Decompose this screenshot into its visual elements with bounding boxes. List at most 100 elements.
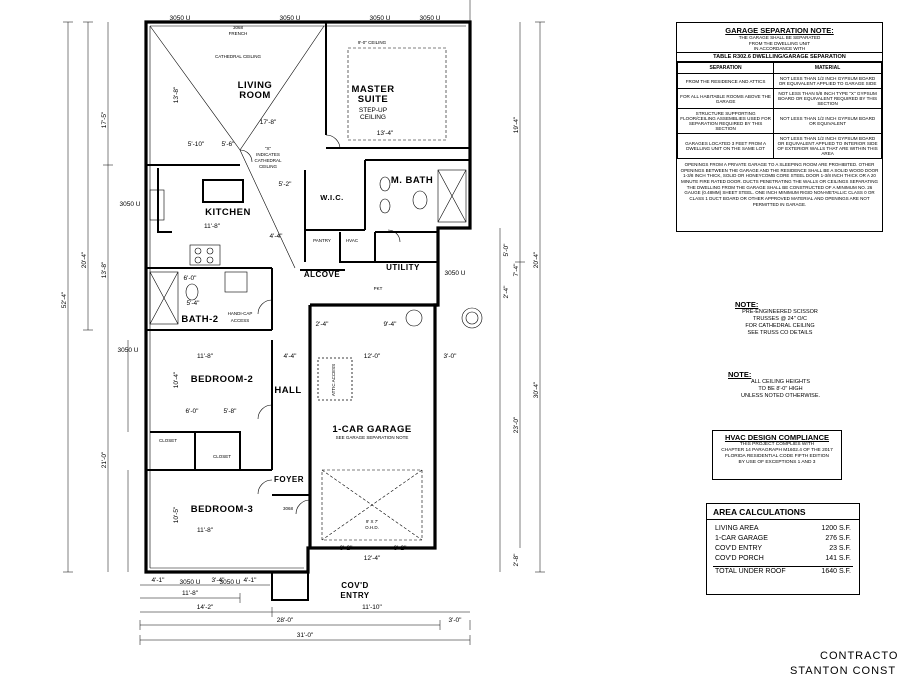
french-door-1: 3068 (233, 25, 244, 30)
dim-garage-6-2-a: 6'-2" (340, 545, 354, 552)
ceiling-height-note: NOTE: ALL CEILING HEIGHTS TO BE 8'-0" HI… (728, 370, 833, 400)
area-row: LIVING AREA 1200 S.F. (715, 525, 851, 532)
dim-bed-5-8: 5'-8" (224, 408, 238, 415)
dim-garage-w: 12'-0" (364, 353, 381, 360)
contractor-label: CONTRACTO (820, 650, 899, 662)
cathedral-x (149, 25, 325, 269)
garage-note-intro: THE GARAGE SHALL BE SEPARATED FROM THE D… (738, 35, 821, 52)
pantry-label: PANTRY (313, 238, 331, 243)
covd-entry-label: COV'D (341, 581, 369, 590)
truss-note: NOTE: PRE-ENGINEERED SCISSOR TRUSSES @ 2… (735, 300, 825, 337)
dim-right-7-4: 7'-4" (513, 263, 520, 277)
area-row: 1-CAR GARAGE 276 S.F. (715, 535, 851, 542)
door-swings (239, 134, 401, 515)
water-heater-icon (405, 309, 423, 327)
dim-right-2-8: 2'-8" (513, 553, 520, 567)
dimension-lines (63, 0, 545, 645)
area-row: COV'D ENTRY 23 S.F. (715, 545, 851, 552)
foyer-door-tag: 3068 (283, 506, 294, 511)
hall-label: HALL (274, 385, 301, 396)
closet-label-1: CLOSET (159, 438, 177, 443)
dim-garage-9-4: 9'-4" (384, 321, 398, 328)
closet-label-2: CLOSET (213, 454, 231, 459)
window-bed2: 3050 U (118, 347, 139, 354)
table-row: STRUCTURE SUPPORTING FLOOR/CEILING ASSEM… (676, 108, 882, 135)
dim-bed3-h: 10'-5" (173, 506, 180, 523)
dim-left-13-8: 13'-8" (101, 261, 108, 278)
dim-garage-12-4: 12'-4" (364, 555, 381, 562)
dim-bath-5-4: 5'-4" (187, 300, 201, 307)
window-top-mid: 3050 U (280, 15, 301, 22)
table-row: FROM THE RESIDENCE AND ATTICS NOT LESS T… (676, 73, 882, 90)
garage-separation-note: GARAGE SEPARATION NOTE: THE GARAGE SHALL… (676, 22, 883, 232)
garage-note-table-title: TABLE R302.6 DWELLING/GARAGE SEPARATION (677, 52, 882, 63)
area-row: COV'D PORCH 141 S.F. (715, 555, 851, 562)
contractor-name: STANTON CONST (790, 665, 897, 677)
french-door-2: FRENCH (229, 31, 248, 36)
cathedral-note-2: INDICATES (256, 152, 280, 157)
garage-note-footer: OPENINGS FROM A PRIVATE GARAGE TO A SLEE… (680, 162, 879, 207)
col-separation: SEPARATION (676, 62, 775, 75)
hvac-label: HVAC (346, 238, 359, 243)
dim-right-19-4: 19'-4" (513, 116, 520, 133)
foyer-label: FOYER (274, 475, 304, 484)
garage-separation-table: SEPARATION MATERIAL FROM THE RESIDENCE A… (676, 62, 882, 160)
dim-bottom-3: 3'-0" (449, 617, 463, 624)
master-suite-label-2: SUITE (358, 94, 388, 105)
dim-right-5: 5'-0" (503, 243, 510, 257)
attic-label: ATTIC ACCESS (331, 364, 336, 396)
kitchen-label: KITCHEN (205, 207, 251, 218)
garage-door-x (321, 469, 423, 541)
dim-kitchen-5-2: 5'-2" (279, 181, 293, 188)
dim-right-2-4: 2'-4" (503, 285, 510, 299)
dim-4-1-b: 4'-1" (244, 577, 258, 584)
window-bottom-right: 3050 U (220, 579, 241, 586)
window-bottom-left: 3050 U (180, 579, 201, 586)
dim-bed-6: 6'-0" (186, 408, 200, 415)
dim-living-13-8: 13'-8" (173, 86, 180, 103)
window-kitchen: 3050 U (120, 201, 141, 208)
dim-living-5-6: 5'-6" (222, 141, 236, 148)
dim-right-23: 23'-0" (513, 416, 520, 433)
dim-overall-width: 31'-0" (297, 632, 314, 639)
garage-note-title: GARAGE SEPARATION NOTE: (725, 26, 834, 35)
dim-kitchen-4-4: 4'-4" (270, 233, 284, 240)
master-suite-label: MASTER (351, 84, 394, 95)
garage-sub-label: SEE GARAGE SEPARATION NOTE (336, 435, 409, 440)
dim-3-4: 3'-4" (212, 577, 226, 584)
window-utility: 3050 U (445, 270, 466, 277)
dim-left-17-5: 17'-5" (101, 111, 108, 128)
dim-master-w: 13'-4" (377, 130, 394, 137)
handicap-label: HANDI-CAP (228, 311, 253, 316)
cathedral-note-4: CEILING (259, 164, 278, 169)
dim-living-w: 17'-8" (260, 119, 277, 126)
handicap-label-2: ACCESS (231, 318, 250, 323)
fixtures (149, 169, 467, 325)
dim-bed2-w: 11'-8" (197, 353, 214, 360)
cathedral-note-3: CATHEDRAL (255, 158, 282, 163)
dim-11-8-bottom: 11'-8" (182, 590, 199, 597)
area-total-row: TOTAL UNDER ROOF 1640 S.F. (715, 568, 851, 575)
ohd-label: 9' X 7' (366, 519, 378, 524)
area-title: AREA CALCULATIONS (707, 504, 859, 520)
dim-11-10: 11'-10" (362, 604, 382, 611)
m-bath-label: M. BATH (391, 175, 433, 186)
hvac-compliance-note: HVAC DESIGN COMPLIANCE THIS PROJECT COMP… (712, 430, 842, 480)
garage-label: 1-CAR GARAGE (332, 424, 411, 435)
hvac-note-title: HVAC DESIGN COMPLIANCE (724, 433, 830, 442)
ac-unit-icon (461, 307, 483, 329)
bath-2-label: BATH-2 (181, 314, 218, 325)
exterior-walls (144, 20, 472, 574)
alcove-label: ALCOVE (304, 270, 341, 279)
area-calculations: AREA CALCULATIONS LIVING AREA 1200 S.F. … (706, 503, 860, 595)
pkt-label: PKT (374, 286, 383, 291)
covd-entry-label-2: ENTRY (340, 591, 369, 600)
dim-kitchen-w: 11'-8" (204, 223, 221, 230)
master-ceiling-note: 9'-0" CEILING (358, 40, 387, 45)
table-row: GARAGES LOCATED 3 FEET FROM A DWELLING U… (676, 133, 882, 160)
dim-garage-3: 3'-0" (444, 353, 458, 360)
col-material: MATERIAL (773, 62, 882, 75)
step-up-label-2: CEILING (360, 114, 386, 121)
dim-right-30-4: 30'-4" (533, 381, 540, 398)
dim-bed3-w: 11'-8" (197, 527, 214, 534)
